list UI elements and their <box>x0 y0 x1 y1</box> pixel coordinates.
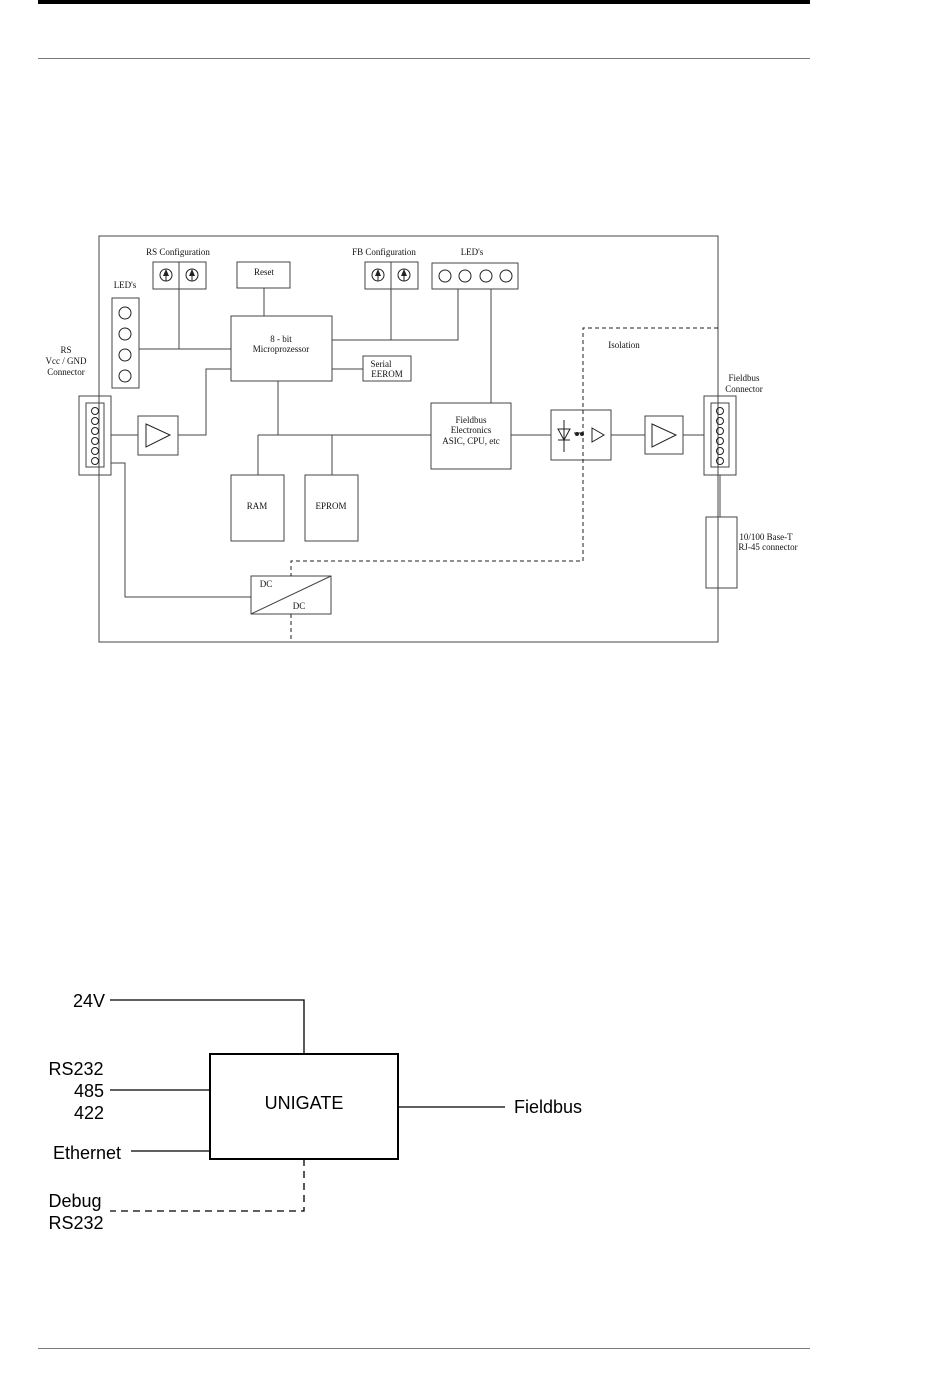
optocoupler <box>551 410 611 460</box>
debug-label-2: RS232 <box>48 1213 103 1233</box>
leds-top-label: LED's <box>461 247 484 257</box>
rs-configuration-switches <box>153 262 206 289</box>
eprom-label: EPROM <box>315 501 346 511</box>
rs-connector-label-2: Vcc / GND <box>46 356 87 366</box>
rj45-label-2: RJ-45 connector <box>738 542 797 552</box>
power-label: 24V <box>73 991 105 1011</box>
led-row-top <box>432 263 518 289</box>
serial-label-1: RS232 <box>48 1059 103 1079</box>
reset-label: Reset <box>254 267 274 277</box>
leds-left-label: LED's <box>114 280 137 290</box>
system-connection-lines <box>110 1000 505 1151</box>
dc-out-label: DC <box>293 601 306 611</box>
serial-label-3: 422 <box>74 1103 104 1123</box>
rj45-block <box>706 517 737 588</box>
led-column-left <box>112 298 139 388</box>
block-diagram: RS Configuration Reset FB Configuration … <box>0 0 950 700</box>
fieldbus-connector-label-1: Fieldbus <box>728 373 760 383</box>
unigate-block <box>210 1054 398 1159</box>
rs-connector <box>79 396 111 475</box>
ram-label: RAM <box>247 501 268 511</box>
fieldbus-label: Fieldbus <box>514 1097 582 1117</box>
microprocessor-label-2: Microprozessor <box>253 344 309 354</box>
isolation-boundary <box>291 328 718 642</box>
dc-in-label: DC <box>260 579 273 589</box>
serial-label-2: 485 <box>74 1081 104 1101</box>
fieldbus-electronics-label-2: Electronics <box>451 425 492 435</box>
module-frame <box>99 236 718 642</box>
fieldbus-electronics-label-3: ASIC, CPU, etc <box>442 436 500 446</box>
fieldbus-connector-label-2: Connector <box>725 384 763 394</box>
fb-configuration-label: FB Configuration <box>352 247 416 257</box>
unigate-label: UNIGATE <box>265 1093 344 1113</box>
ethernet-label: Ethernet <box>53 1143 121 1163</box>
serial-eerom-label-1: Serial <box>371 359 392 369</box>
fieldbus-electronics-label-1: Fieldbus <box>455 415 487 425</box>
microprocessor-label-1: 8 - bit <box>270 334 292 344</box>
rs-connector-label-1: RS <box>60 345 71 355</box>
connection-lines <box>111 288 720 597</box>
fb-configuration-switches <box>365 262 418 289</box>
debug-dashed-line <box>110 1159 304 1211</box>
rs-driver-amplifier <box>138 416 178 455</box>
rs-connector-label-3: Connector <box>47 367 85 377</box>
fieldbus-connector <box>704 396 736 475</box>
rj45-label-1: 10/100 Base-T <box>739 532 793 542</box>
fieldbus-driver-amplifier <box>645 416 683 454</box>
footer-divider <box>38 1348 810 1349</box>
isolation-label: Isolation <box>608 340 640 350</box>
rs-configuration-label: RS Configuration <box>146 247 210 257</box>
debug-label-1: Debug <box>48 1191 101 1211</box>
serial-eerom-label-2: EEROM <box>371 369 403 379</box>
